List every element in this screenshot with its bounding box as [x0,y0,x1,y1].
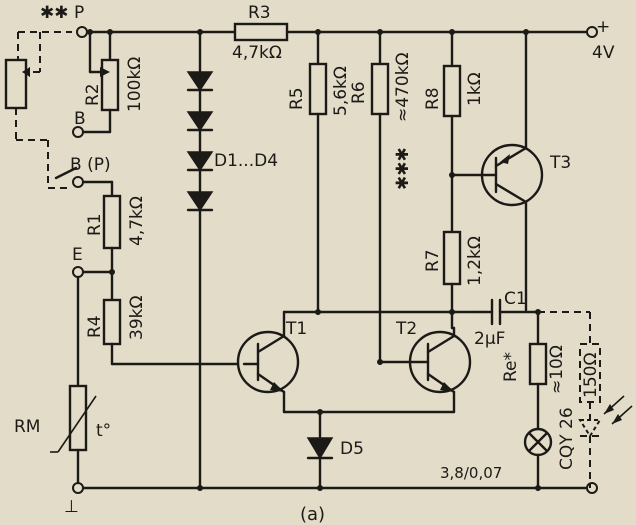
led-branch-dashed [538,311,633,488]
e-label: E [72,245,83,265]
external-pot-dashed [4,31,72,189]
resistor-r7 [442,230,462,330]
resistor-r1 [102,194,122,302]
r6-value: ≈470kΩ [393,52,413,122]
resistor-r6 [370,29,390,364]
r2-value: 100kΩ [125,57,145,112]
resistor-r8 [442,29,484,234]
lamp-indicator [523,427,553,491]
ground-label: ⊥ [64,497,79,517]
p-label: P [74,3,84,23]
figure-caption: (a) [300,504,325,525]
terminal-p [76,26,88,38]
r5-label: R5 [287,87,307,110]
rm-label: RM [14,417,40,437]
r8-label: R8 [423,87,443,110]
resistor-r3 [233,22,289,42]
led-label: CQY 26 [557,407,577,470]
transistor-t2 [377,309,472,414]
plus-label: + [596,17,610,37]
c1-label: C1 [504,289,527,309]
d5-label: D5 [340,439,364,459]
r4-label: R4 [85,315,105,338]
terminal-bp [72,176,84,188]
terminal-plus [586,26,598,38]
transistor-t3 [480,29,544,312]
terminal-ground [72,482,84,494]
potentiometer-r2 [80,29,120,134]
supply-label: 4V [592,43,615,63]
thermistor-rm [50,275,97,485]
r4-value: 39kΩ [127,296,147,340]
re-value: ≈10Ω [547,345,567,394]
t1-label: T1 [285,319,307,339]
r1-value: 4,7kΩ [127,196,147,246]
r5-value: 5,6kΩ [331,66,351,116]
t3-label: T3 [549,153,571,173]
r7-value: 1,2kΩ [465,236,485,286]
r7-label: R7 [423,249,443,272]
lamp-label: 3,8/0,07 [440,464,502,482]
r6-label: R6 [349,81,369,104]
labels: ✱✱ P B B (P) E + 4V R3 4,7kΩ R2 100kΩ R1… [14,3,615,525]
c1-value: 2μF [474,329,505,349]
diodes-d1-d4 [186,29,214,491]
r3-value: 4,7kΩ [232,43,282,63]
stars2-label: ✱✱ [40,3,69,23]
r2-label: R2 [83,83,103,106]
transistor-t1 [236,309,482,414]
terminal-ground-right [586,482,598,494]
resistor-r5 [308,29,328,314]
r3-label: R3 [248,3,271,23]
node-e [80,269,115,275]
temp-label: t° [96,421,111,441]
t2-label: T2 [395,319,417,339]
r8-value: 1kΩ [465,72,485,106]
bp-label: B (P) [70,155,111,175]
switch-bp [54,166,114,198]
capacitor-c1 [478,298,540,326]
r6-stars: ✱✱✱ [393,147,413,190]
d14-label: D1...D4 [214,151,278,171]
r150-label: 150Ω [581,353,601,398]
resistor-re [528,309,548,430]
resistor-r4 [102,298,246,366]
terminal-b [72,126,84,138]
r1-label: R1 [85,213,105,236]
diode-d5 [306,409,334,491]
b-label: B [74,109,86,129]
re-label: Re* [501,352,521,382]
terminal-e [72,266,84,278]
